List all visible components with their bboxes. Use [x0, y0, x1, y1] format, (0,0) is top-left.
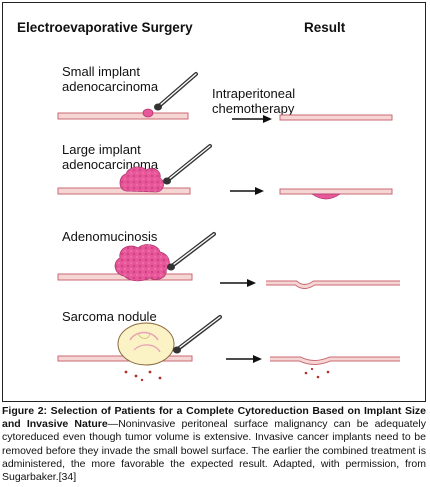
- panel-2-surgery: [57, 144, 212, 195]
- panel-1-surgery: [57, 72, 198, 120]
- panel-2-result: [279, 188, 393, 200]
- surgical-instrument-icon: [173, 315, 222, 354]
- figure: Electroevaporative Surgery Result Small …: [2, 2, 426, 402]
- surgical-instrument-icon: [154, 72, 198, 111]
- surgical-instrument-icon: [163, 144, 212, 185]
- panel-2-label-line1: Large implant: [62, 142, 141, 157]
- panel-2-label: Large implant adenocarcinoma: [62, 142, 158, 172]
- column-title-surgery: Electroevaporative Surgery: [17, 20, 193, 35]
- arrow-note: Intraperitoneal chemotherapy: [212, 86, 295, 116]
- small-tumor: [142, 108, 154, 118]
- panel-3-result: [266, 280, 400, 289]
- panel-3-label: Adenomucinosis: [62, 229, 158, 244]
- arrow-2-icon: [230, 187, 264, 195]
- panel-4-label: Sarcoma nodule: [62, 309, 157, 324]
- arrow-4-icon: [226, 355, 262, 363]
- surgical-instrument-icon: [167, 232, 216, 271]
- panel-1-result: [279, 114, 393, 121]
- sarcoma-nodule: [117, 322, 175, 366]
- arrow-note-line1: Intraperitoneal: [212, 86, 296, 101]
- arrow-3-icon: [220, 279, 256, 287]
- tissue-strip: [57, 112, 189, 120]
- figure-frame: [2, 2, 426, 402]
- arrow-1-icon: [232, 115, 272, 123]
- column-title-result: Result: [304, 20, 346, 35]
- illustration-svg: [57, 72, 400, 382]
- panel-1-label-line2: adenocarcinoma: [62, 79, 159, 94]
- caption-body: —Noninvasive peritoneal surface malignan…: [2, 418, 426, 484]
- caption-title: Figure 2: Selection of Patients for a Co…: [2, 405, 426, 431]
- panel-3-surgery: [57, 232, 216, 282]
- panel-4-result: [270, 356, 400, 379]
- figure-caption: Figure 2: Selection of Patients for a Co…: [2, 405, 426, 484]
- arrow-note-line2: chemotherapy: [212, 101, 295, 116]
- panel-4-surgery: [57, 315, 222, 382]
- tumor-cells-scattered: [124, 370, 162, 382]
- panel-1-label: Small implant adenocarcinoma: [62, 64, 158, 94]
- panel-1-label-line1: Small implant: [62, 64, 141, 79]
